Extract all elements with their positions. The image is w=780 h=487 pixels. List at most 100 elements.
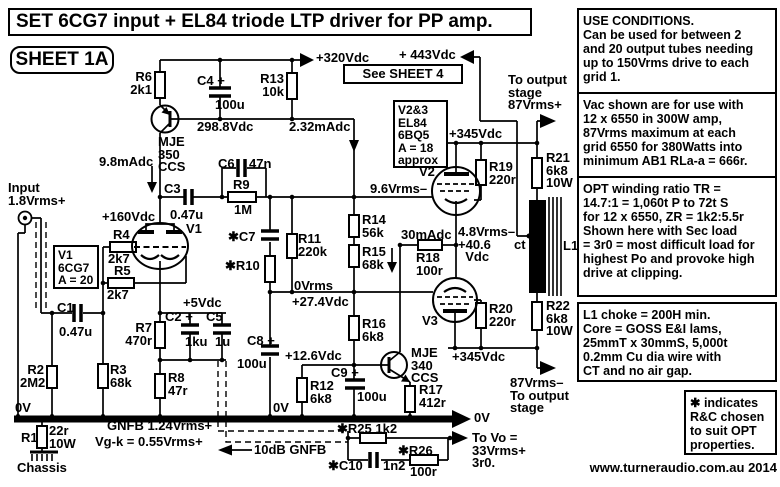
label-c4-value: 100u — [215, 97, 245, 112]
label-v1: V1 — [186, 221, 202, 236]
label-input: Input 1.8Vrms+ — [8, 180, 66, 208]
label-r14: R14 56k — [362, 212, 386, 240]
label-c3-value: 0.47u — [170, 207, 204, 222]
label-160vdc: +160Vdc — [102, 209, 156, 224]
label-r7: R7 470r — [125, 320, 152, 348]
resistors — [36, 71, 543, 466]
label-c7: ✱C7 — [228, 229, 256, 244]
v1-info-box: V1 6CG7 A = 20 — [53, 245, 99, 289]
label-r17: R17 412r — [419, 382, 446, 410]
label-0v-left: 0V — [15, 400, 31, 415]
label-443vdc: + 443Vdc — [399, 47, 456, 62]
mje350-transistor — [150, 104, 180, 134]
label-10db-gnfb: 10dB GNFB — [254, 442, 327, 457]
label-r9: R9 — [233, 177, 250, 192]
label-c6: C6 — [218, 156, 235, 171]
label-0v-right: 0V — [474, 410, 490, 425]
sheet-badge: SHEET 1A — [10, 46, 114, 74]
label-r1-value: 22r 10W — [49, 423, 76, 451]
label-output-top: To output stage 87Vrms+ — [508, 72, 567, 112]
label-r20: R20 220r — [489, 301, 516, 329]
label-r3: R3 68k — [110, 362, 132, 390]
label-48vrms: 4.8Vrms– +40.6 Vdc — [458, 224, 516, 264]
note-asterisk: ✱ indicates R&C chosen to suit OPT prope… — [684, 390, 777, 455]
label-vgk: Vg-k = 0.55Vrms+ — [95, 434, 203, 449]
label-5vdc: +5Vdc — [183, 295, 222, 310]
label-0vrms: 0Vrms — [294, 278, 334, 293]
label-c1-value: 0.47u — [59, 324, 93, 339]
label-0v-mid: 0V — [273, 400, 289, 415]
flow-arrows — [147, 50, 556, 456]
v3-tube — [432, 277, 478, 323]
note-l1-choke: L1 choke = 200H min. Core = GOSS E&I lam… — [577, 302, 777, 382]
label-mje350: MJE 350 CCS — [158, 134, 186, 174]
label-c10: ✱C10 — [328, 458, 363, 473]
label-to-vo: To Vo = 33Vrms+ 3r0. — [472, 430, 526, 470]
label-r19: R19 220r — [489, 159, 516, 187]
label-gnfb-level: GNFB 1.24Vrms+ — [107, 418, 213, 433]
label-r4: R4 — [113, 227, 130, 242]
label-chassis: Chassis — [17, 460, 67, 475]
label-c3: C3 — [164, 181, 181, 196]
wires — [17, 56, 542, 461]
label-345vdc-bot: +345Vdc — [452, 349, 506, 364]
label-output-bottom: 87Vrms– To output stage — [510, 375, 569, 415]
label-c8-value: 100u — [237, 356, 267, 371]
label-c2: C2 + — [165, 309, 193, 324]
label-c8: C8 + — [247, 333, 275, 348]
label-mje340: MJE 340 CCS — [411, 345, 439, 385]
gnfb-cable — [35, 222, 348, 443]
website-credit: www.turneraudio.com.au 2014 — [589, 460, 777, 475]
label-c5-value: 1u — [215, 334, 231, 349]
label-c9: C9 + — [331, 365, 359, 380]
label-r4-value: 2k7 — [108, 251, 130, 266]
label-r8: R8 47r — [168, 370, 188, 398]
label-c4: C4 + — [197, 73, 225, 88]
note-use-conditions: USE CONDITIONS. Can be used for between … — [577, 8, 777, 94]
label-30ma: 30mAdc — [401, 227, 452, 242]
label-232ma: 2.32mAdc — [289, 119, 351, 134]
label-v3: V3 — [422, 313, 438, 328]
label-c9-value: 100u — [357, 389, 387, 404]
label-r11: R11 220k — [298, 231, 327, 259]
label-r6: R6 2k1 — [130, 69, 152, 97]
note-vac: Vac shown are for use with 12 x 6550 in … — [577, 92, 777, 178]
v2-tube — [431, 166, 481, 216]
label-v2: V2 — [419, 164, 435, 179]
label-r18: R18 100r — [416, 250, 443, 278]
label-345vdc-top: +345Vdc — [449, 126, 503, 141]
l1-choke — [529, 197, 562, 296]
label-r10: ✱R10 — [225, 258, 260, 273]
note-opt-winding: OPT winding ratio TR = 14.7:1 = 1,060t P… — [577, 176, 777, 297]
v23-info-box: V2&3 EL84 6BQ5 A = 18 approx — [393, 100, 448, 168]
label-r26-value: 100r — [410, 464, 437, 479]
see-sheet4-box: See SHEET 4 — [343, 64, 463, 84]
label-r12: R12 6k8 — [310, 378, 334, 406]
label-320vdc: +320Vdc — [316, 50, 370, 65]
label-r1: R1 — [21, 430, 38, 445]
junction-dots — [16, 57, 540, 441]
label-r5: R5 — [114, 263, 131, 278]
label-c2-value: 1ku — [185, 334, 208, 349]
label-r16: R16 6k8 — [362, 316, 386, 344]
label-c5: C5 — [206, 309, 223, 324]
label-298vdc: 298.8Vdc — [197, 119, 254, 134]
label-r22: R22 6k8 10W — [546, 298, 573, 338]
ground-bus — [14, 410, 471, 461]
rca-jack-icon — [17, 210, 33, 226]
label-98ma: 9.8mAdc — [99, 154, 154, 169]
label-r5-value: 2k7 — [107, 287, 129, 302]
mje340-transistor — [380, 351, 411, 383]
label-r2: R2 2M2 — [20, 362, 46, 390]
label-126vdc: +12.6Vdc — [285, 348, 342, 363]
label-l1: L1 — [563, 238, 579, 253]
label-96vrms: 9.6Vrms– — [370, 181, 428, 196]
label-ct: ct — [514, 237, 526, 252]
label-274vdc: +27.4Vdc — [292, 294, 349, 309]
page-title: SET 6CG7 input + EL84 triode LTP driver … — [8, 8, 532, 36]
label-r15: R15 68k — [362, 244, 386, 272]
label-r13: R13 10k — [260, 71, 284, 99]
capacitors — [72, 86, 379, 468]
